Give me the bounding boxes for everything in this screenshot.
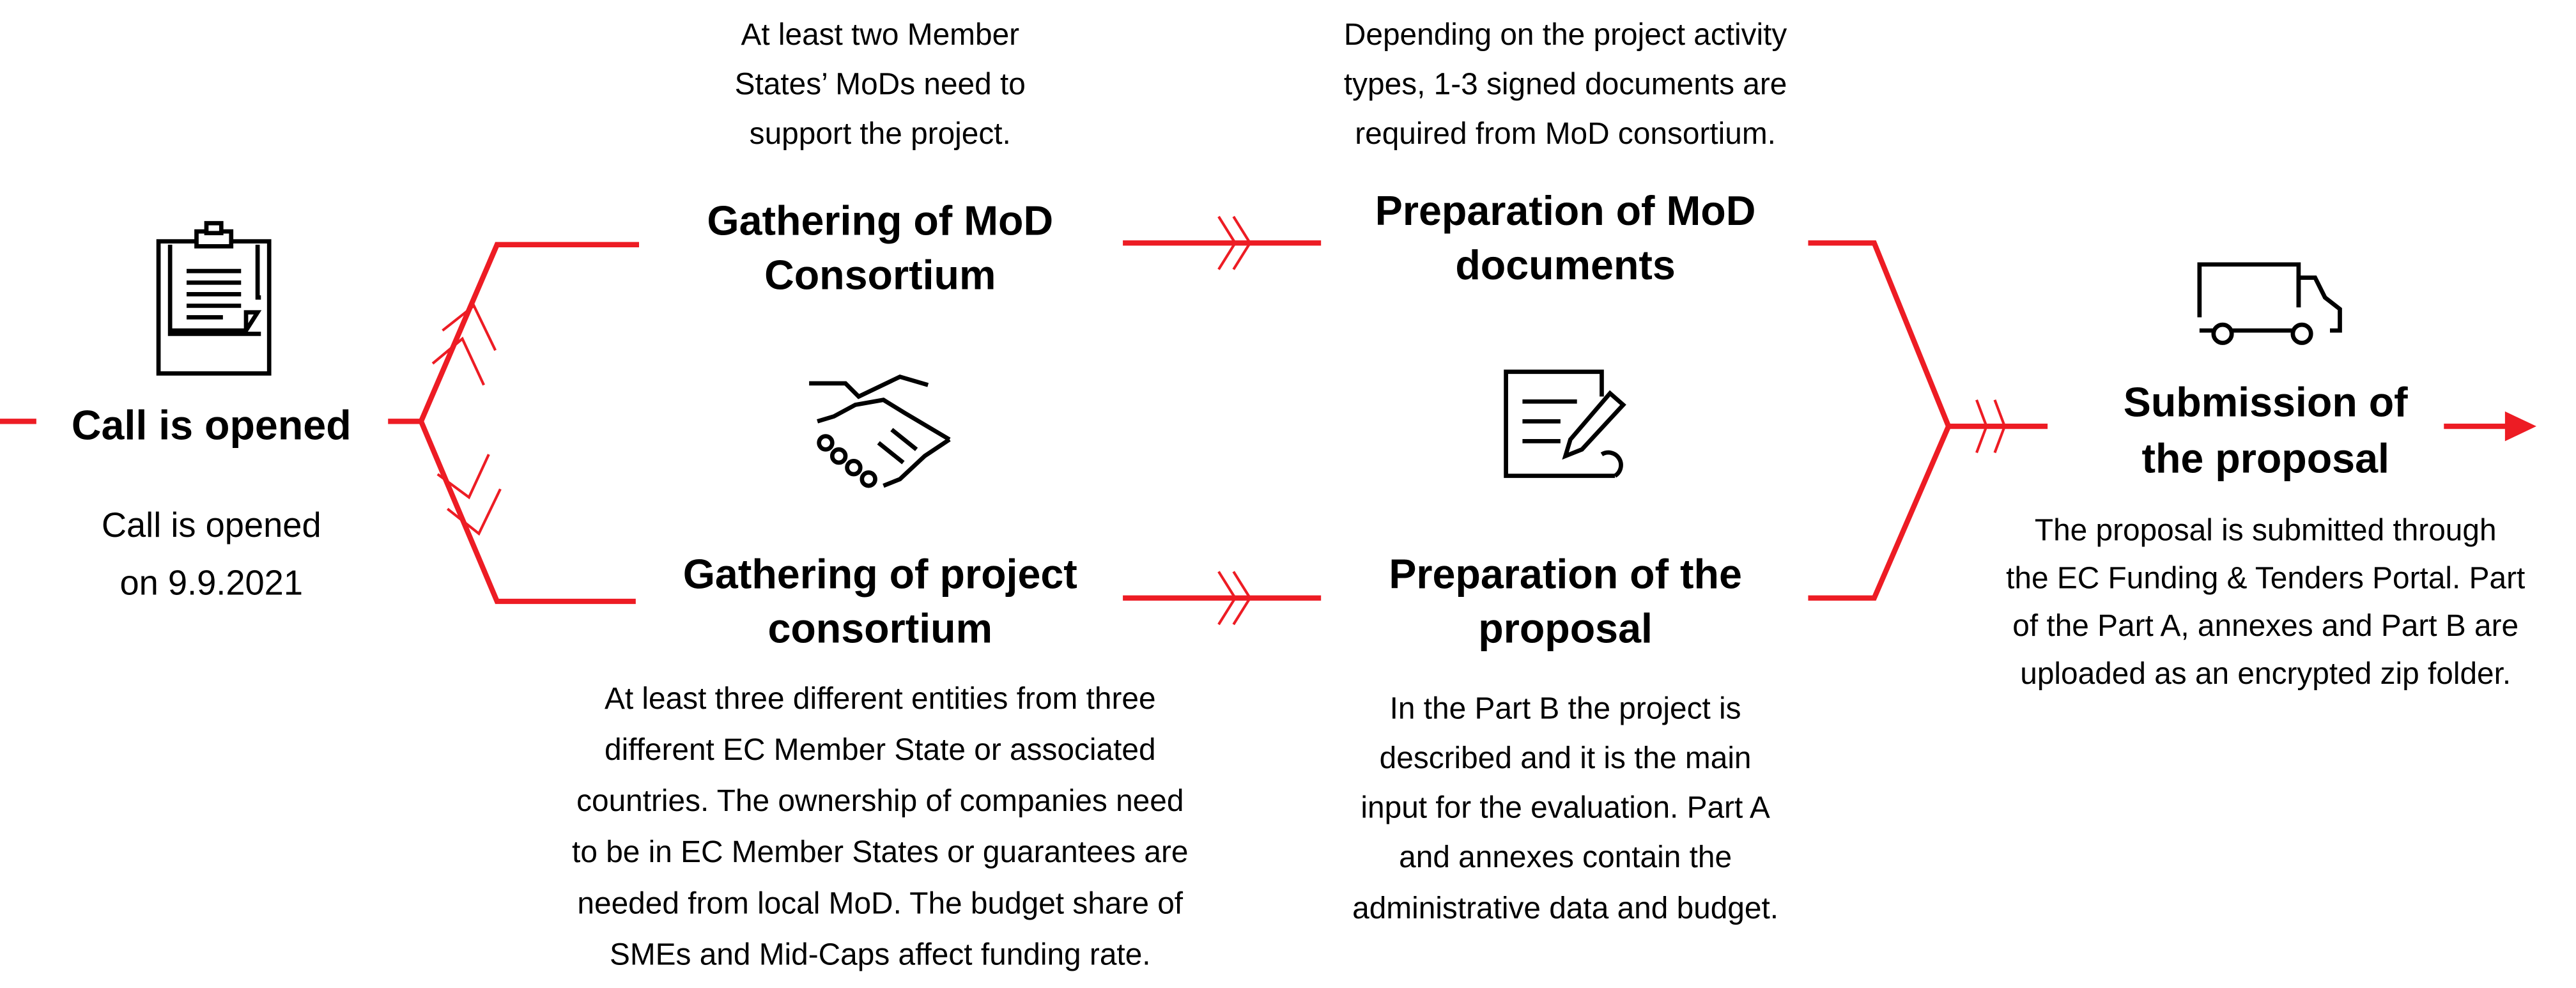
clipboard-icon — [156, 220, 272, 376]
step-description-mod-documents: required from MoD consortium. — [1355, 117, 1776, 151]
step-title-project-consortium: consortium — [767, 606, 992, 652]
description-line: SMEs and Mid-Caps affect funding rate. — [610, 938, 1151, 971]
step-description-mod-documents: types, 1-3 signed documents are — [1344, 68, 1787, 102]
description-line: In the Part B the project is — [1390, 691, 1741, 725]
chevron-icon — [1993, 399, 2007, 454]
step-description-mod-consortium: At least two Member — [741, 18, 1019, 52]
step-title-mod-consortium: Consortium — [764, 252, 996, 298]
step-description-mod-consortium: support the project. — [750, 117, 1011, 151]
step-description-project-consortium: At least three different entities from t… — [572, 682, 1188, 972]
description-line: and annexes contain the — [1399, 840, 1732, 874]
handshake-icon — [809, 374, 951, 488]
step-description-mod-consortium: States’ MoDs need to — [735, 68, 1026, 102]
branch-up-line — [388, 242, 639, 424]
chevron-icon — [1975, 399, 1988, 454]
description-line: countries. The ownership of companies ne… — [576, 784, 1184, 818]
merge-down-line — [1808, 425, 1951, 601]
chevron-icon — [1217, 215, 1237, 270]
chevron-icon — [431, 336, 485, 386]
step-title-submission: Submission of — [2124, 380, 2408, 426]
document-pen-icon — [1504, 369, 1626, 478]
step-description-call: Call is opened — [102, 506, 321, 544]
connectors — [0, 215, 2536, 626]
step-title-proposal: proposal — [1478, 606, 1653, 652]
step-title-submission: the proposal — [2141, 435, 2389, 481]
step-title-call: Call is opened — [72, 403, 351, 449]
description-line: described and it is the main — [1380, 741, 1752, 775]
description-line: At least three different entities from t… — [605, 682, 1156, 716]
chevron-icon — [1232, 571, 1252, 626]
merge-up-line — [1808, 240, 1951, 428]
description-line: the EC Funding & Tenders Portal. Part — [2006, 561, 2525, 595]
description-line: needed from local MoD. The budget share … — [577, 886, 1183, 920]
step-title-mod-consortium: Gathering of MoD — [707, 197, 1053, 243]
step-description-submission: The proposal is submitted through the EC… — [2006, 513, 2525, 691]
chevron-icon — [1217, 571, 1237, 626]
description-line: to be in EC Member States or guarantees … — [572, 835, 1188, 869]
step-title-mod-documents: Preparation of MoD — [1375, 188, 1756, 234]
chevron-icon — [446, 488, 502, 536]
step-title-proposal: Preparation of the — [1389, 551, 1742, 597]
truck-icon — [2197, 262, 2342, 345]
description-line: different EC Member State or associated — [605, 733, 1156, 767]
step-description-proposal: In the Part B the project is described a… — [1352, 691, 1778, 925]
chevron-icon — [1232, 215, 1252, 270]
description-line: administrative data and budget. — [1352, 892, 1778, 925]
chevron-icon — [442, 304, 497, 351]
step-description-mod-documents: Depending on the project activity — [1344, 18, 1787, 52]
chevron-icon — [436, 454, 490, 500]
description-line: uploaded as an encrypted zip folder. — [2020, 657, 2511, 691]
branch-down-line — [419, 420, 636, 605]
description-line: The proposal is submitted through — [2035, 513, 2497, 547]
step-description-call: on 9.9.2021 — [120, 564, 303, 603]
step-title-mod-documents: documents — [1455, 242, 1675, 288]
description-line: input for the evaluation. Part A — [1361, 791, 1770, 824]
step-title-project-consortium: Gathering of project — [683, 551, 1077, 597]
description-line: of the Part A, annexes and Part B are — [2012, 609, 2518, 643]
exit-arrowhead-icon — [2504, 411, 2536, 442]
